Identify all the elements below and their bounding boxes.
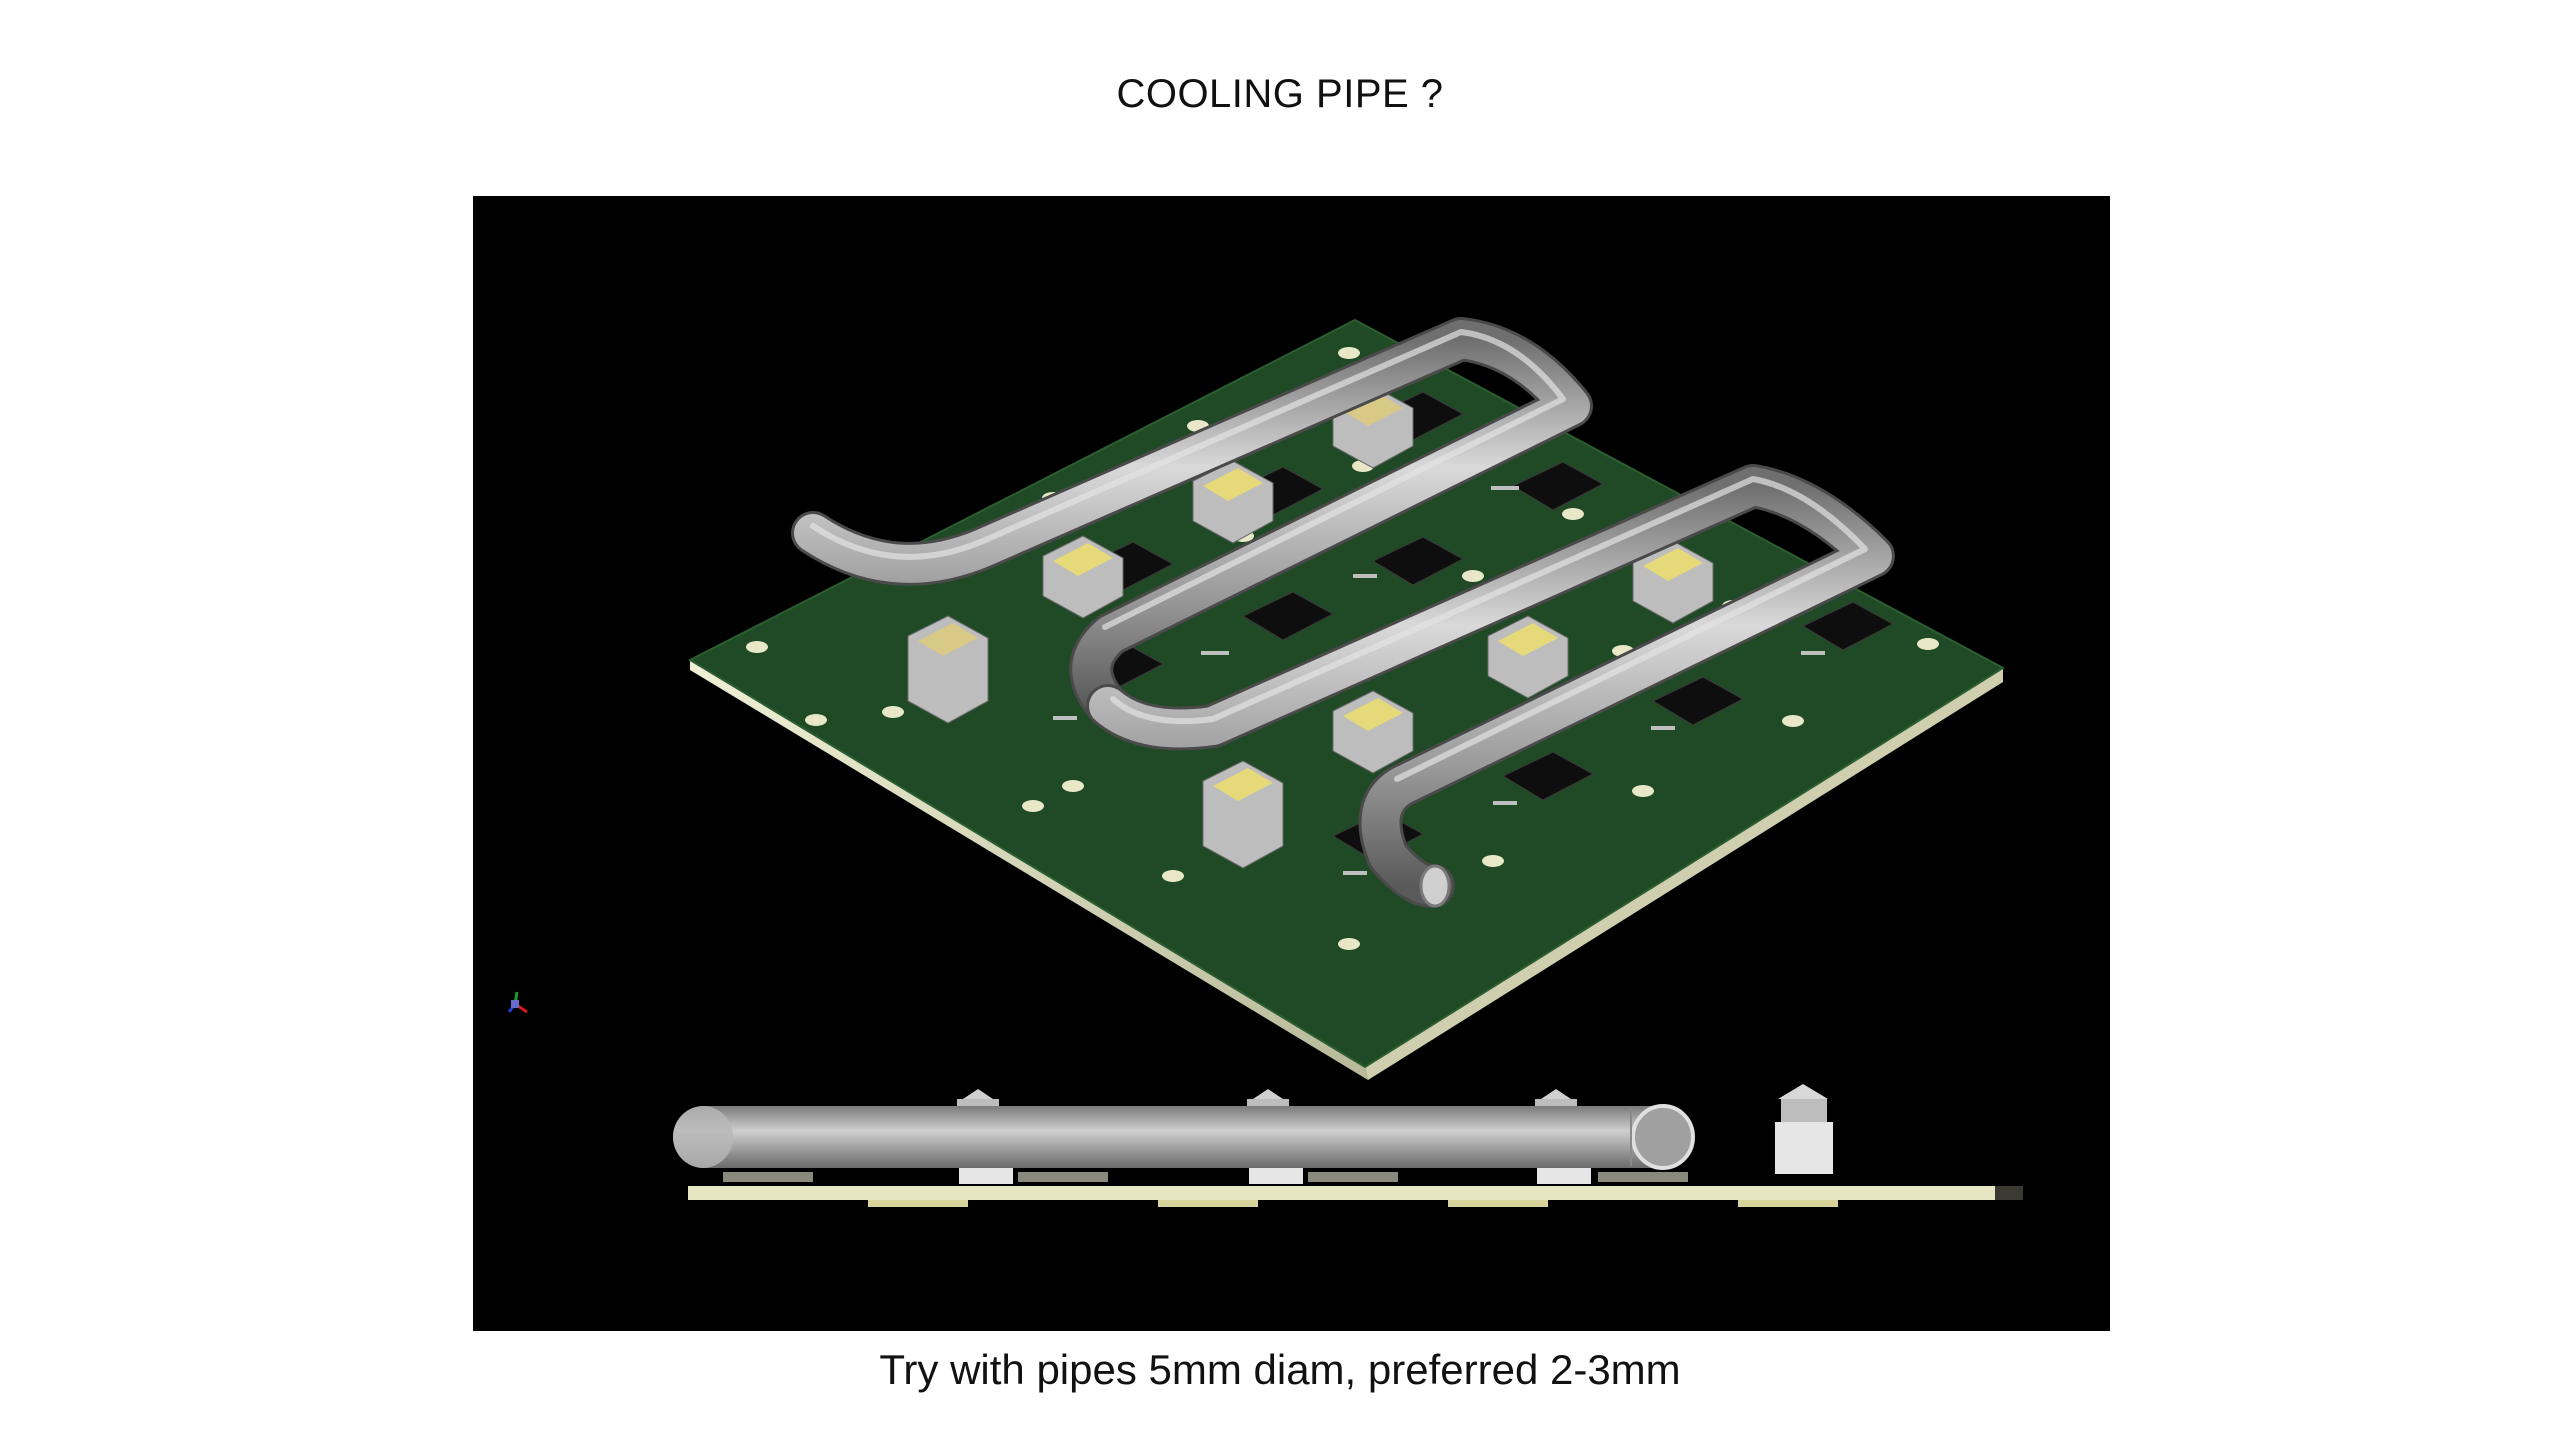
- isometric-pcb-assembly: [687, 317, 2005, 1080]
- side-view-top-connectors: [957, 1084, 1828, 1107]
- side-view-bottom-components: [868, 1200, 1838, 1207]
- pcb-board-edge: [690, 660, 1368, 1080]
- silkscreen-marks: [1053, 486, 1825, 875]
- side-view-standoffs: [959, 1168, 1591, 1184]
- connector: [907, 615, 989, 724]
- connector: [1192, 460, 1274, 544]
- slide-caption: Try with pipes 5mm diam, preferred 2-3mm: [879, 1346, 1681, 1393]
- connector: [1202, 760, 1284, 869]
- side-view-under-connectors: [723, 1172, 1688, 1182]
- cooling-pipes: [791, 317, 1895, 908]
- connector: [1487, 615, 1569, 699]
- connector: [1042, 535, 1124, 619]
- side-view-header-post: [1781, 1099, 1827, 1122]
- xyz-axis-icon: [507, 991, 528, 1014]
- connector: [1632, 540, 1714, 624]
- pcb-board-edge-right: [1365, 668, 2003, 1080]
- side-view-cooling-pipe: [673, 1106, 1693, 1168]
- connector: [1332, 690, 1414, 774]
- cad-render-viewport: [473, 196, 2110, 1331]
- side-view-pcb-board: [688, 1186, 2023, 1200]
- slide-title: COOLING PIPE ?: [1116, 72, 1444, 116]
- connector-array: [907, 385, 1714, 869]
- side-view-pipe-opening: [1631, 1104, 1695, 1170]
- pipe-end-opening: [1419, 864, 1451, 908]
- side-view-pcb-assembly: [673, 1084, 2023, 1207]
